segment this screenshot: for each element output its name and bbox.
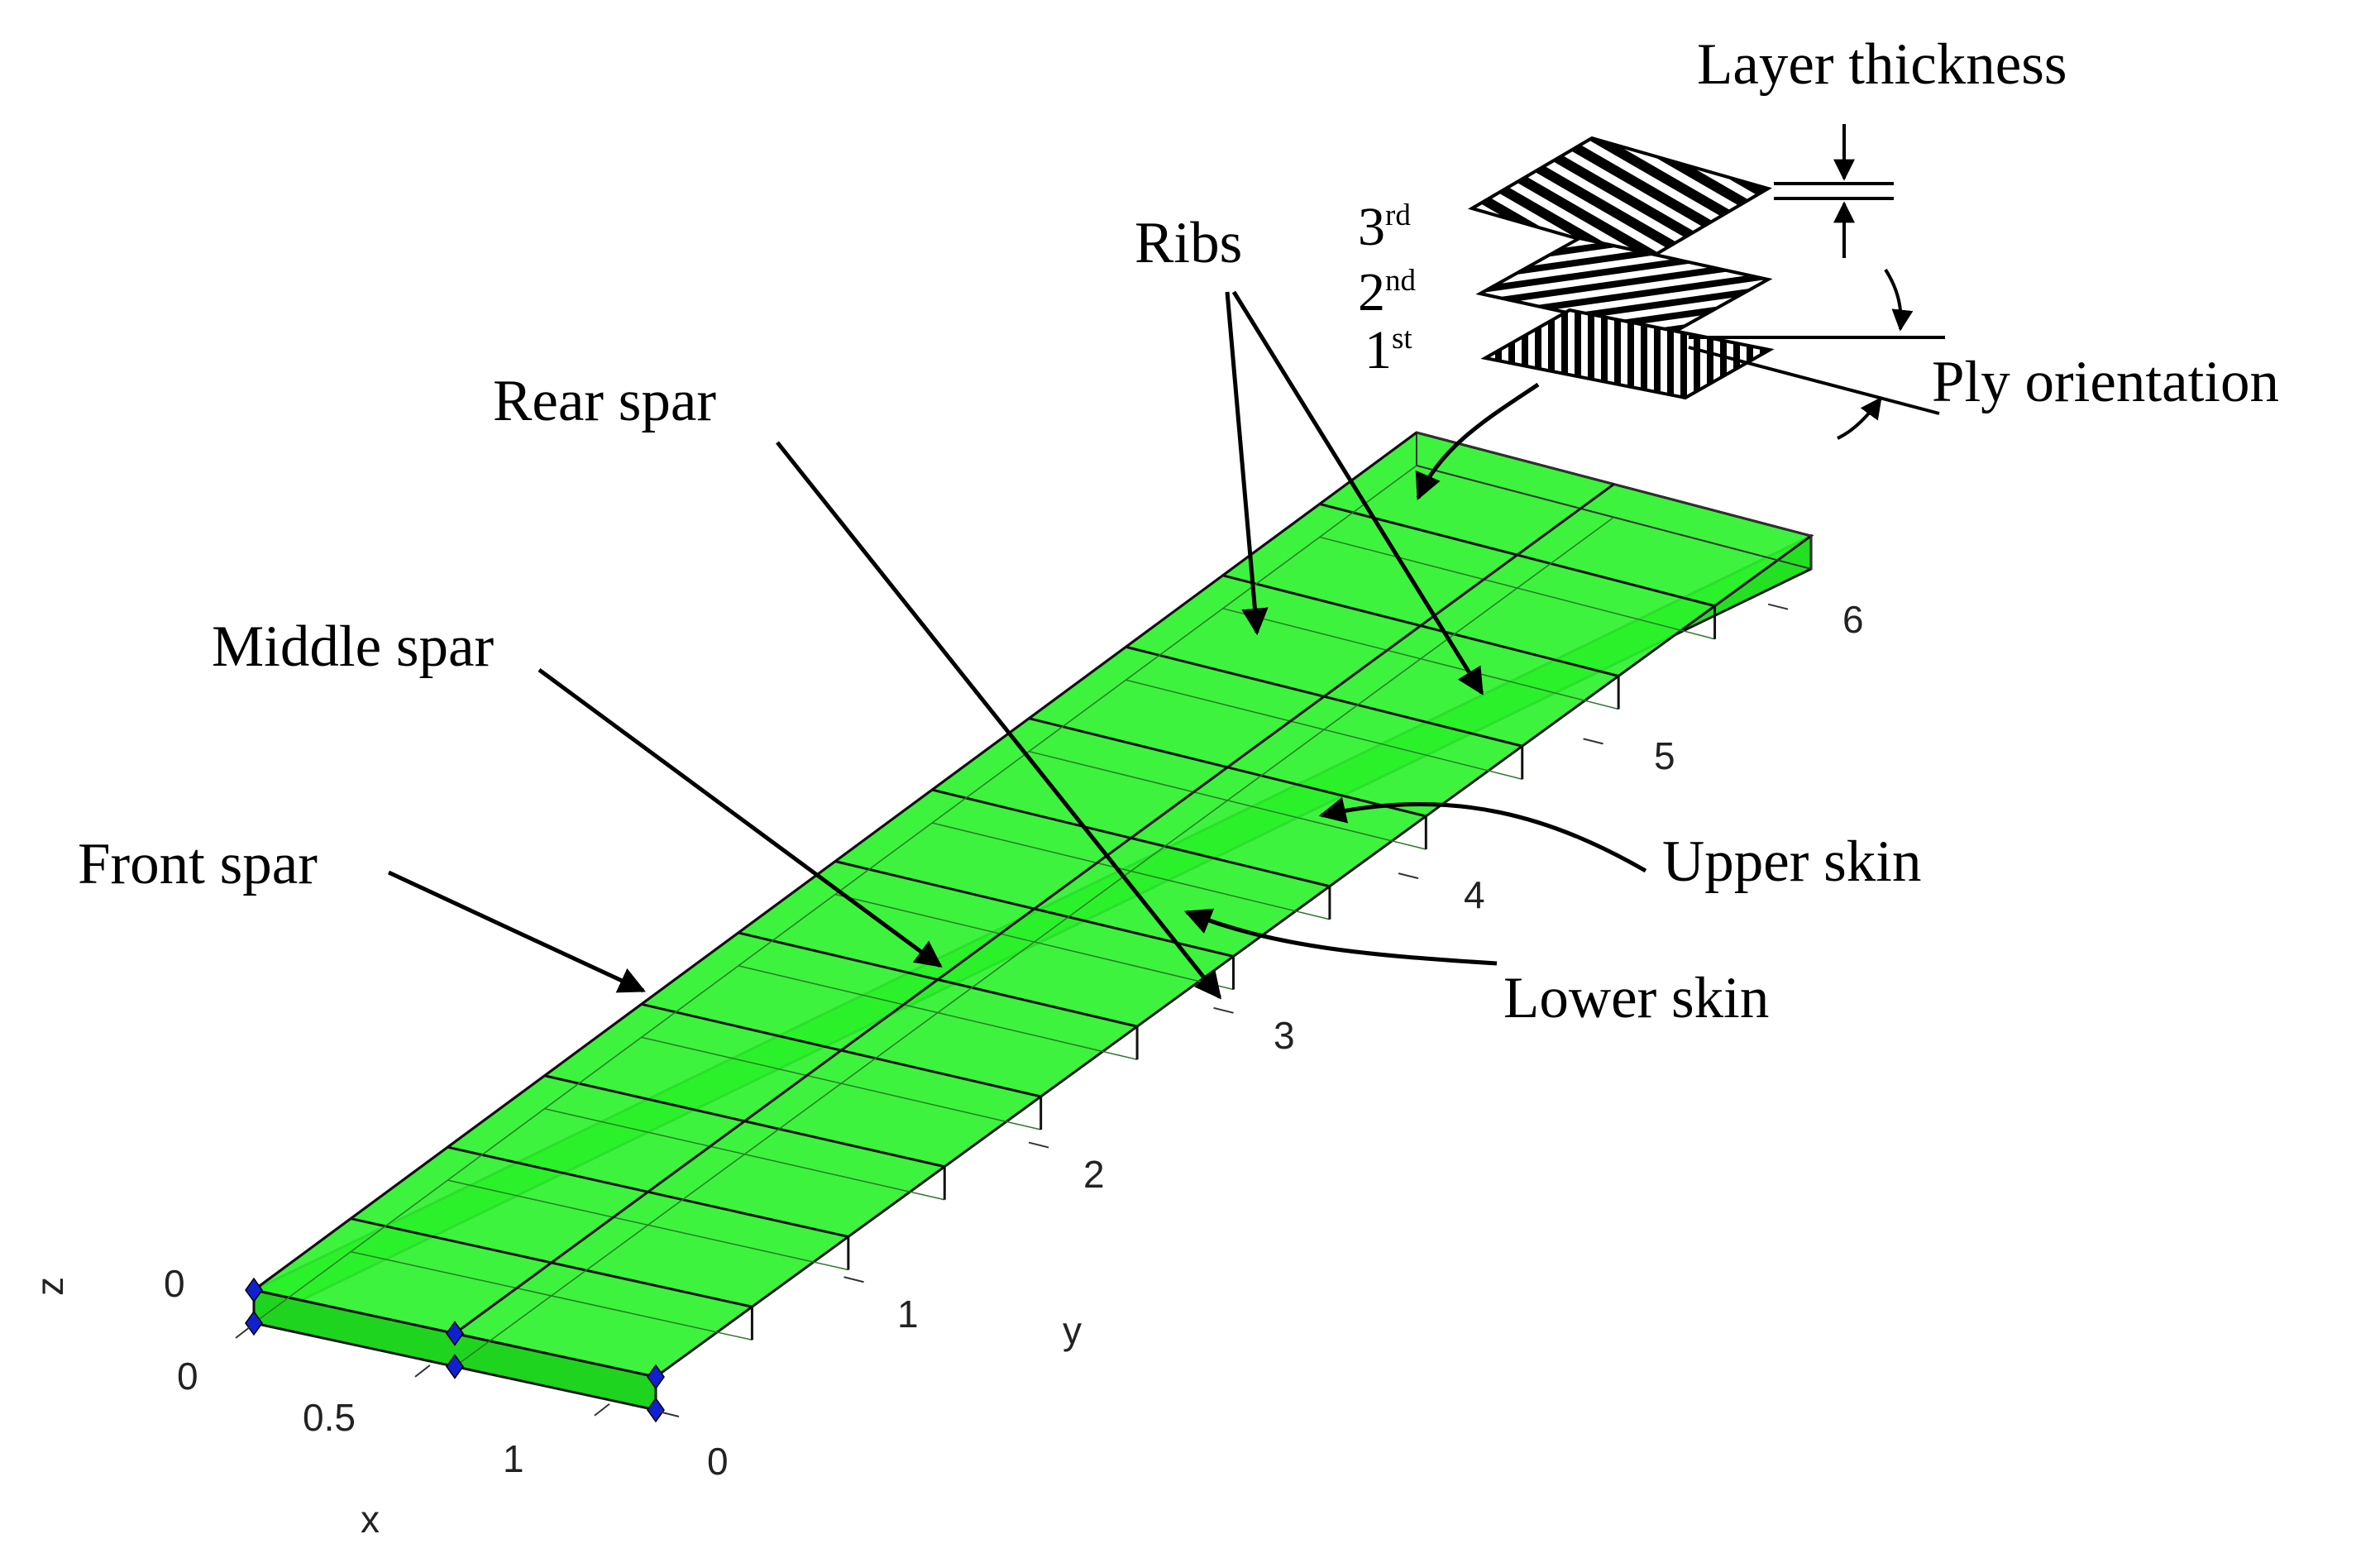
ribs-arrow-2	[1231, 290, 1484, 695]
y-tick-0: 0	[707, 1440, 729, 1483]
y-tick-mark	[1583, 738, 1603, 745]
tip-face	[1416, 431, 1812, 571]
ribs-label: Ribs	[1135, 211, 1242, 275]
root-node-marker	[446, 1354, 464, 1379]
rib-and-spar-lines	[253, 431, 1717, 1368]
axes: 0 1 2 3 4 5 6 y 0 0.5 1 x 0 z	[28, 598, 1864, 1541]
y-tick-mark	[1398, 872, 1419, 880]
z-axis-label: z	[28, 1277, 71, 1296]
middle-spar-lower-edge	[454, 516, 1614, 1368]
root-node-marker	[647, 1364, 665, 1390]
y-tick-mark	[658, 1411, 680, 1417]
leader-arrows	[387, 290, 1647, 1000]
upper-skin-surface	[251, 431, 1814, 1379]
layer-thickness-label: Layer thickness	[1697, 32, 2067, 97]
rear-spar-lower-edge	[253, 465, 1417, 1324]
y-tick-1: 1	[897, 1293, 919, 1336]
wing-box	[245, 431, 1814, 1423]
ply-label-2: 2nd	[1358, 262, 1417, 323]
y-tick-4: 4	[1464, 873, 1485, 916]
x-tick-marks	[235, 1326, 610, 1417]
middle-spar-line	[454, 483, 1615, 1335]
laminate-to-box-arrow	[1415, 382, 1540, 500]
front-spar-label: Front spar	[78, 832, 318, 896]
lower-skin-label: Lower skin	[1503, 966, 1769, 1030]
y-tick-2: 2	[1083, 1153, 1105, 1196]
rear-spar-label: Rear spar	[493, 369, 716, 433]
z-tick-0: 0	[164, 1262, 185, 1305]
y-tick-marks	[658, 603, 1789, 1417]
root-node-marker	[446, 1321, 464, 1346]
y-tick-5: 5	[1654, 734, 1675, 777]
ply-3	[1467, 136, 1773, 261]
x-axis-label: x	[361, 1498, 380, 1541]
upper-skin-arrow	[1318, 796, 1647, 873]
x-tick-mark	[414, 1364, 431, 1378]
ply-orientation-label: Ply orientation	[1932, 350, 2279, 414]
x-tick-mark	[235, 1326, 251, 1339]
layer-thickness-dimension	[1774, 124, 1894, 258]
y-tick-3: 3	[1274, 1014, 1295, 1057]
ply-1	[1480, 308, 1775, 400]
ribs-arrow-1	[1225, 291, 1269, 636]
root-node-marker	[245, 1310, 263, 1336]
y-axis-label: y	[1063, 1309, 1082, 1352]
upper-skin-label: Upper skin	[1662, 829, 1922, 894]
x-tick-0: 0	[177, 1355, 198, 1398]
middle-spar-arrow	[538, 667, 943, 968]
boundary-nodes	[245, 1277, 665, 1423]
front-spar-arrow	[387, 870, 646, 993]
ply-label-1: 1st	[1364, 320, 1412, 380]
x-tick-0.5: 0.5	[303, 1396, 356, 1439]
x-tick-1: 1	[503, 1437, 524, 1480]
y-tick-6: 6	[1842, 598, 1864, 641]
middle-spar-label: Middle spar	[212, 614, 494, 679]
rear-spar-arrow	[776, 441, 1222, 1000]
ply-orientation-angle	[1688, 268, 1945, 440]
annotation-labels: Layer thickness Ribs Rear spar Middle sp…	[78, 32, 2279, 1030]
lower-skin-arrow	[1183, 908, 1498, 966]
y-tick-mark	[1767, 603, 1789, 610]
y-tick-mark	[1028, 1141, 1049, 1149]
y-tick-mark	[1213, 1006, 1234, 1014]
rear-spar-top-line	[253, 431, 1417, 1292]
ply-label-3: 3rd	[1358, 197, 1411, 257]
root-node-marker	[647, 1397, 665, 1423]
x-tick-mark	[594, 1403, 610, 1417]
laminate-stack: 3rd 2nd 1st	[1358, 124, 1945, 440]
y-tick-mark	[844, 1276, 864, 1283]
root-node-marker	[245, 1277, 263, 1303]
